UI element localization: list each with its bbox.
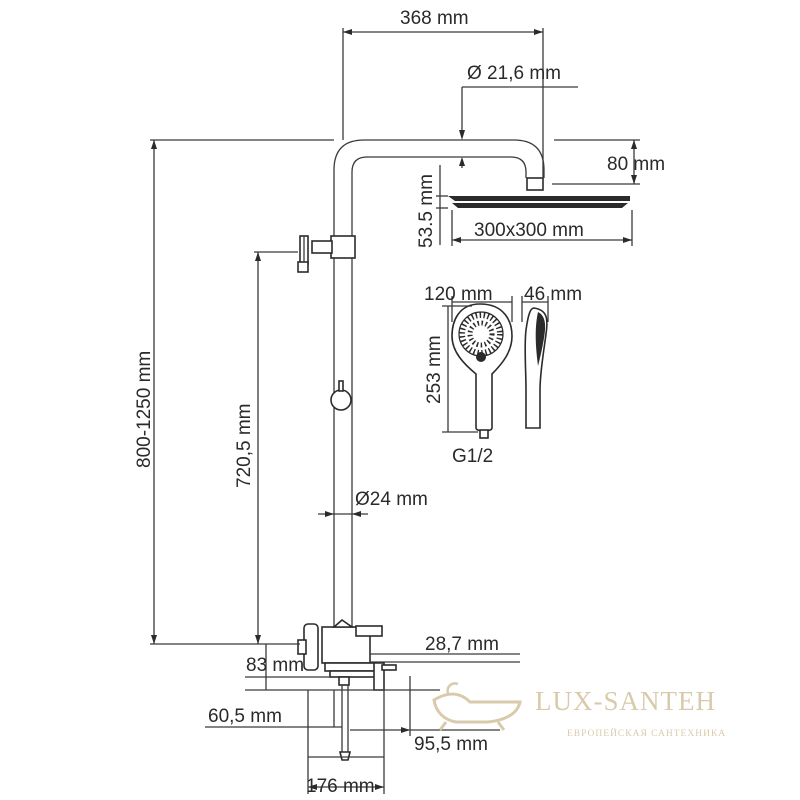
label-total-height: 800-1250 mm	[134, 351, 155, 468]
label-head-size: 300x300 mm	[474, 220, 584, 241]
label-head-height: 53.5 mm	[416, 174, 437, 248]
rain-shower-head	[448, 177, 630, 208]
label-mixer-offset: 28,7 mm	[425, 634, 499, 655]
bathtub-logo	[432, 682, 522, 731]
watermark: LUX-SANTEH ЕВРОПЕЙСКАЯ САНТЕХНИКА	[432, 682, 726, 739]
watermark-brand: LUX-SANTEH	[535, 686, 716, 716]
label-base-width: 176 mm	[306, 776, 375, 797]
dim-top-width: 368 mm	[342, 8, 544, 180]
dim-pipe-diameter-top: Ø 21,6 mm	[459, 63, 578, 168]
dim-mixer-height: 83 mm	[245, 644, 440, 691]
dim-spout-reach: 95,5 mm	[350, 676, 500, 755]
label-hand-thread: G1/2	[452, 446, 493, 467]
dim-head-size: 300x300 mm	[451, 210, 633, 246]
label-top-width: 368 mm	[400, 8, 469, 29]
label-hand-depth: 46 mm	[524, 284, 582, 305]
dim-base-width: 176 mm	[306, 690, 385, 797]
dim-mixer-offset: 28,7 mm	[370, 634, 520, 663]
hand-shower-side	[524, 307, 548, 429]
dim-head-drop: 80 mm	[552, 139, 665, 185]
hand-shower-front	[451, 303, 513, 439]
watermark-tagline: ЕВРОПЕЙСКАЯ САНТЕХНИКА	[567, 727, 726, 739]
label-spout-reach: 95,5 mm	[414, 734, 488, 755]
dim-hand-width: 120 mm	[424, 284, 513, 322]
dim-head-height: 53.5 mm	[416, 165, 448, 248]
dim-rail-height: 720,5 mm	[234, 251, 298, 644]
label-spout-height: 60,5 mm	[208, 706, 282, 727]
label-rail-height: 720,5 mm	[234, 404, 255, 488]
dim-hand-length: 253 mm	[424, 305, 478, 433]
label-head-drop: 80 mm	[607, 154, 665, 175]
label-pipe-diameter: Ø24 mm	[355, 489, 428, 510]
thermostatic-mixer	[297, 618, 397, 761]
dim-hand-depth: 46 mm	[521, 284, 582, 322]
rail-knob	[330, 380, 352, 411]
rail-slider-bracket	[297, 235, 356, 273]
dim-spout-height: 60,5 mm	[205, 690, 342, 760]
label-hand-width: 120 mm	[424, 284, 493, 305]
dim-total-height: 800-1250 mm	[134, 139, 334, 645]
label-pipe-diameter-top: Ø 21,6 mm	[467, 63, 561, 84]
label-hand-length: 253 mm	[424, 335, 445, 404]
dim-pipe-diameter: Ø24 mm	[318, 489, 428, 517]
label-mixer-height: 83 mm	[246, 655, 304, 676]
